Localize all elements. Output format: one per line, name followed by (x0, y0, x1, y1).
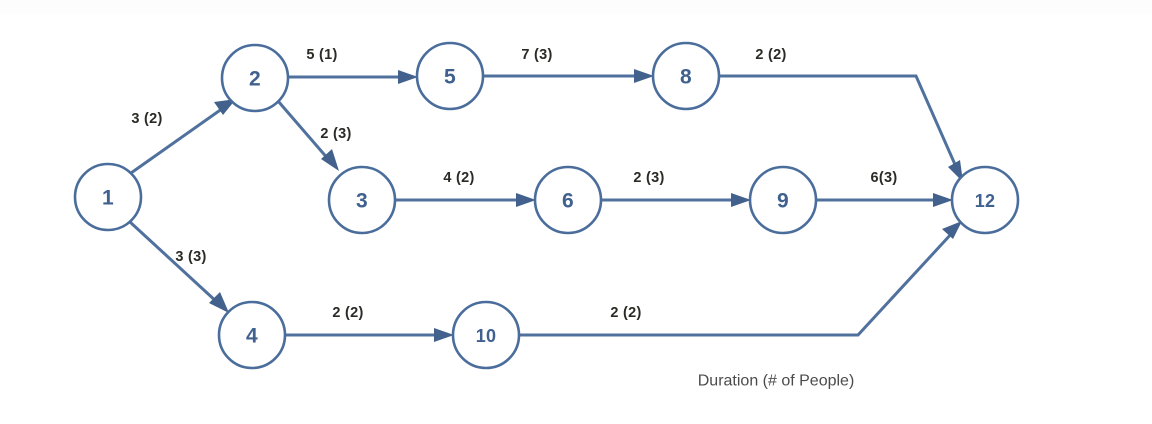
edge-label-1-2: 3 (2) (131, 111, 162, 127)
node-circle-6[interactable] (533, 165, 603, 235)
edge-line-8-12 (719, 74, 959, 170)
edge-label-3-6: 4 (2) (443, 170, 474, 186)
node-circle-3[interactable] (327, 165, 397, 235)
edge-label-5-8: 7 (3) (521, 47, 552, 63)
edge-label-6-9: 2 (3) (633, 170, 664, 186)
node-label-12: 12 (975, 191, 995, 211)
arrowhead-1-2 (214, 99, 236, 115)
node-circle-1[interactable] (73, 162, 143, 232)
node-circle-9[interactable] (748, 165, 818, 235)
edge-3-to-6: 4 (2) (395, 170, 536, 207)
node-label-4: 4 (246, 325, 258, 348)
edge-label-4-10: 2 (2) (332, 305, 363, 321)
node-3[interactable]: 3 (327, 165, 397, 235)
arrowhead-8-12 (948, 160, 963, 182)
edge-label-9-12: 6(3) (871, 170, 898, 186)
edge-5-to-8: 7 (3) (483, 47, 654, 83)
node-label-10: 10 (476, 326, 496, 346)
node-circle-4[interactable] (217, 300, 287, 370)
arrowhead-9-12 (933, 193, 953, 207)
edge-line-10-12 (519, 230, 955, 337)
node-label-8: 8 (680, 66, 692, 89)
edge-label-1-4: 3 (3) (175, 249, 206, 265)
node-circle-5[interactable] (415, 41, 485, 111)
arrowhead-2-3 (321, 149, 339, 171)
node-circle-8[interactable] (651, 41, 721, 111)
edge-label-10-12: 2 (2) (610, 305, 641, 321)
edge-label-8-12: 2 (2) (755, 47, 786, 63)
node-8[interactable]: 8 (651, 41, 721, 111)
node-circle-12[interactable] (950, 165, 1020, 235)
edge-line-1-2 (130, 104, 227, 175)
node-label-3: 3 (356, 190, 368, 213)
edge-2-to-5: 5 (1) (288, 47, 418, 84)
node-label-5: 5 (444, 66, 456, 89)
arrowhead-4-10 (434, 328, 454, 342)
node-6[interactable]: 6 (533, 165, 603, 235)
node-12[interactable]: 12 (950, 165, 1020, 235)
node-1[interactable]: 1 (73, 162, 143, 232)
node-9[interactable]: 9 (748, 165, 818, 235)
diagram-caption: Duration (# of People) (698, 373, 855, 390)
arrowhead-10-12 (942, 221, 962, 239)
arrowhead-3-6 (516, 193, 536, 207)
edge-1-to-4: 3 (3) (128, 220, 229, 313)
node-2[interactable]: 2 (220, 43, 290, 113)
arrowhead-2-5 (398, 70, 418, 84)
edge-8-to-12: 2 (2) (719, 47, 963, 182)
node-label-1: 1 (102, 187, 114, 210)
node-label-9: 9 (777, 190, 789, 213)
edge-line-2-3 (276, 100, 331, 161)
arrowhead-6-9 (731, 193, 751, 207)
edge-6-to-9: 2 (3) (601, 170, 751, 207)
node-label-6: 6 (562, 190, 574, 213)
edge-label-2-3: 2 (3) (320, 126, 351, 142)
node-circle-2[interactable] (220, 43, 290, 113)
edge-10-to-12: 2 (2) (519, 221, 962, 337)
node-circle-10[interactable] (451, 300, 521, 370)
edge-label-2-5: 5 (1) (306, 47, 337, 63)
edge-9-to-12: 6(3) (816, 170, 953, 207)
edge-line-1-4 (128, 220, 220, 305)
node-5[interactable]: 5 (415, 41, 485, 111)
arrowhead-1-4 (209, 292, 229, 313)
node-label-2: 2 (249, 68, 261, 91)
edge-2-to-3: 2 (3) (276, 100, 351, 171)
top-background-band (0, 0, 1152, 14)
edge-4-to-10: 2 (2) (285, 305, 454, 342)
arrowhead-5-8 (634, 69, 654, 83)
edge-1-to-2: 3 (2) (130, 99, 236, 175)
node-10[interactable]: 10 (451, 300, 521, 370)
node-4[interactable]: 4 (217, 300, 287, 370)
